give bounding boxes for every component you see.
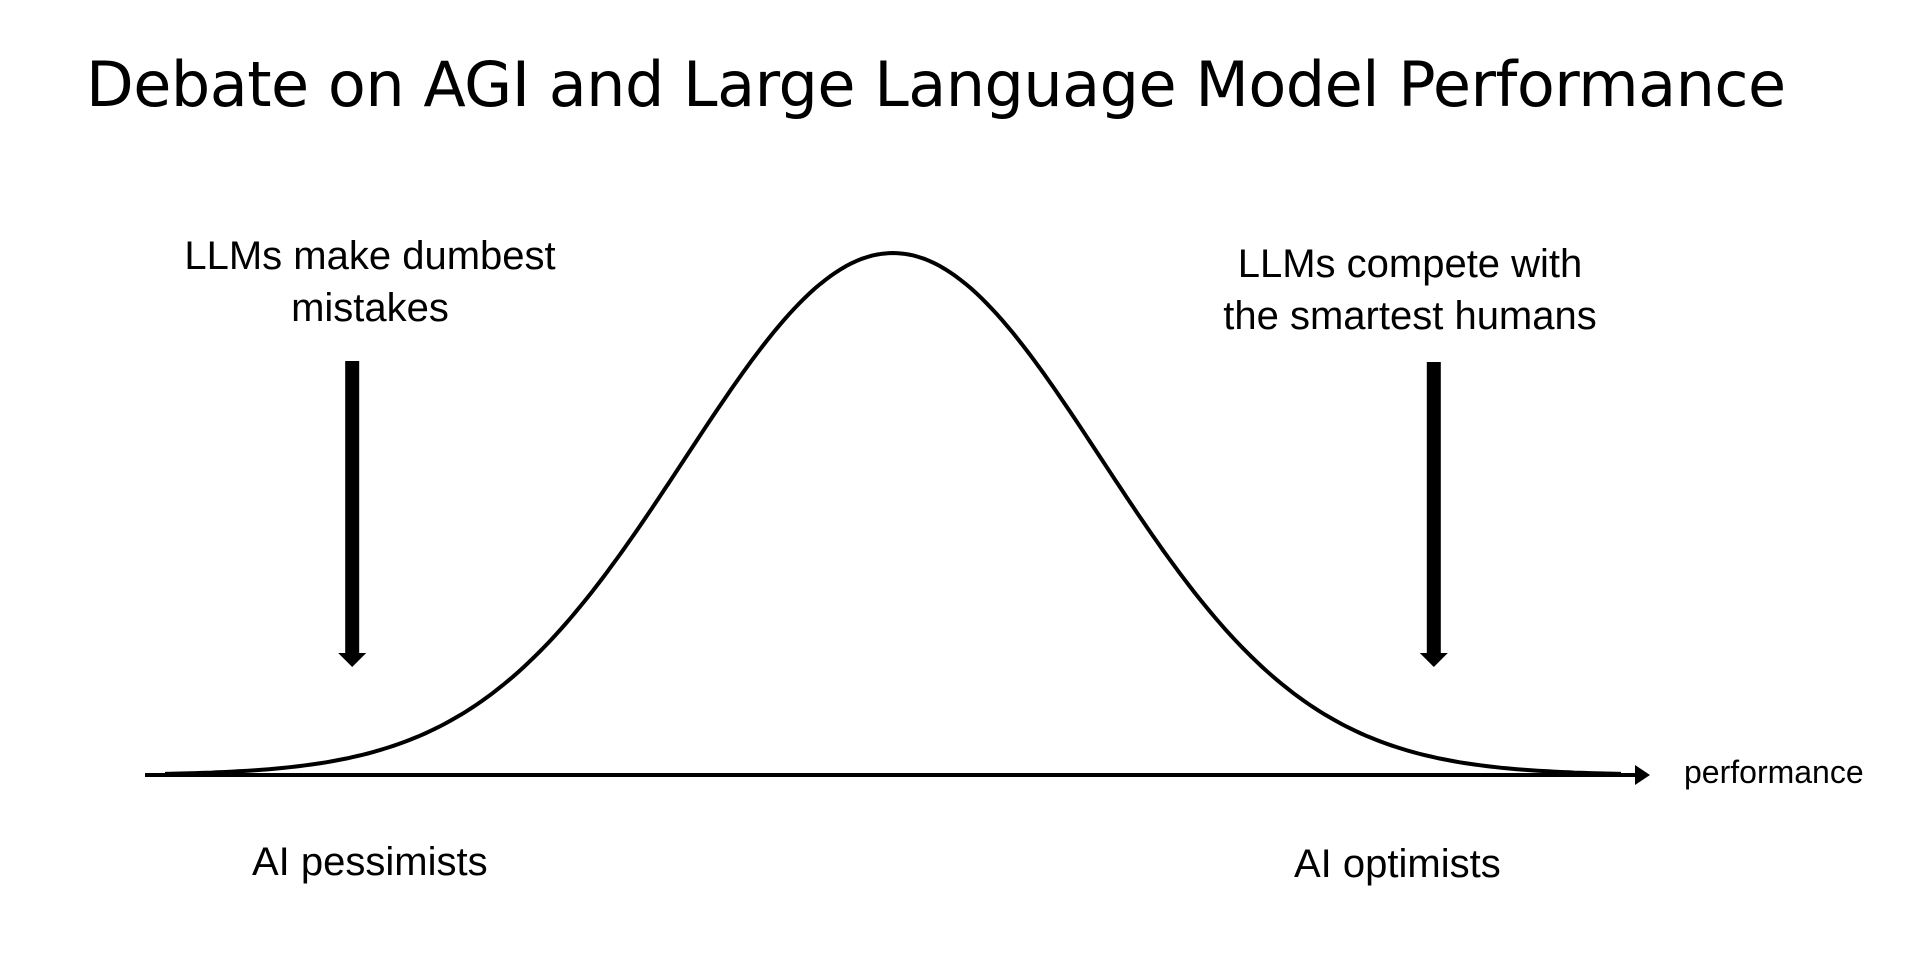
slide-title: Debate on AGI and Large Language Model P… (86, 48, 1786, 121)
pessimist-claim-line-2: mistakes (291, 286, 449, 330)
optimist-arrow (1419, 362, 1448, 667)
optimist-arrow-head (1419, 653, 1448, 667)
ai-pessimists-label: AI pessimists (252, 840, 488, 884)
pessimist-arrow-head (338, 653, 367, 667)
pessimist-claim-line-1: LLMs make dumbest (184, 234, 556, 278)
optimist-claim-line-2: the smartest humans (1223, 294, 1597, 338)
optimist-claim-line-1: LLMs compete with (1237, 242, 1583, 286)
ai-optimists-label: AI optimists (1294, 842, 1501, 886)
optimist-claim-label: LLMs compete with the smartest humans (1170, 238, 1650, 342)
performance-axis-arrowhead (1635, 765, 1650, 785)
optimist-arrow-shaft (1426, 362, 1441, 655)
performance-axis-label: performance (1684, 754, 1864, 790)
pessimist-claim-label: LLMs make dumbest mistakes (140, 230, 600, 334)
bell-curve (164, 250, 1622, 776)
pessimist-arrow-shaft (345, 361, 360, 655)
pessimist-arrow (338, 361, 367, 667)
